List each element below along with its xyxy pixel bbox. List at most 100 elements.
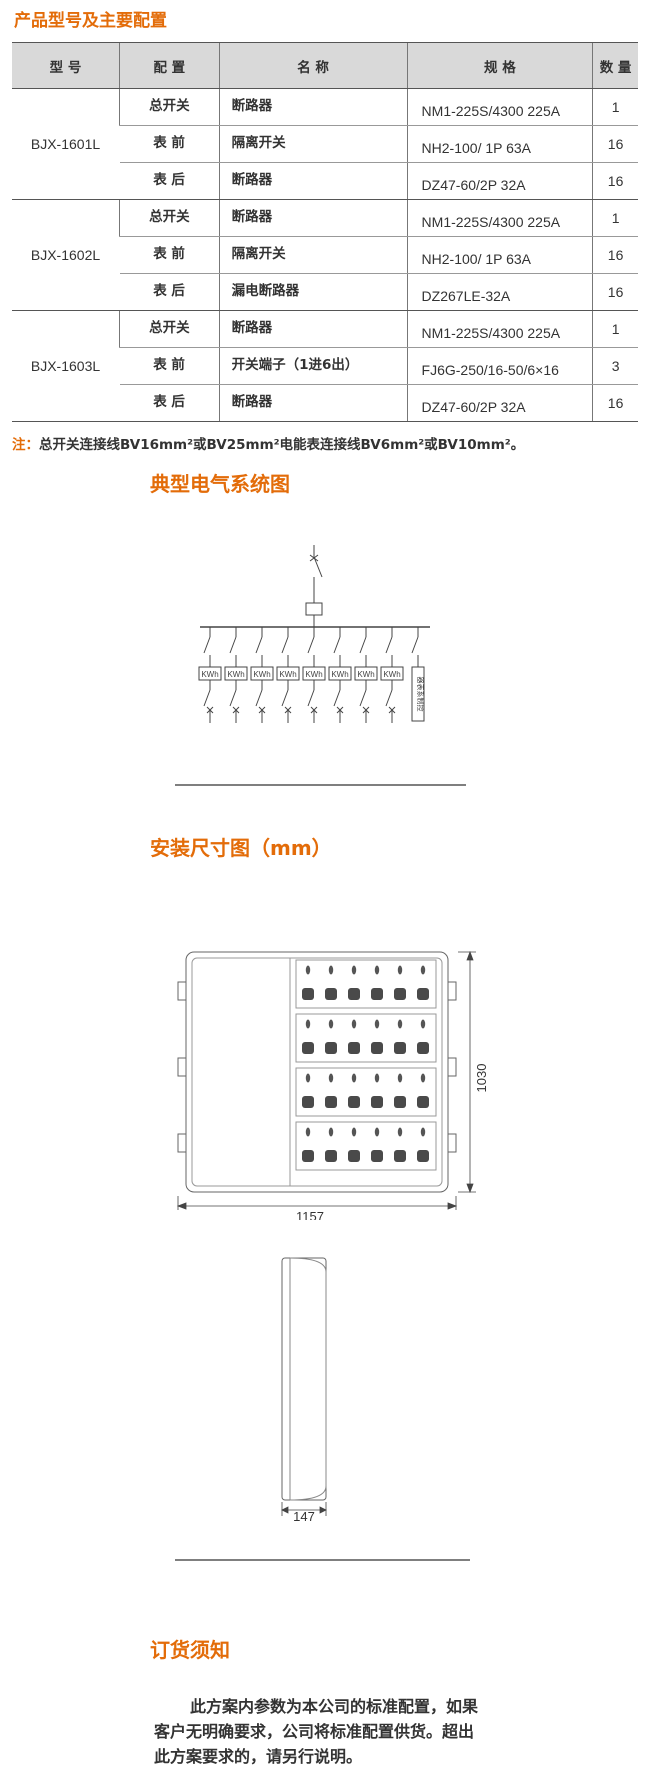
- table-row: 表 前 隔离开关 NH2-100/ 1P 63A 16: [12, 236, 638, 274]
- header-qty: 数 量: [592, 42, 638, 89]
- install-section-title: 安装尺寸图（mm）: [150, 836, 332, 860]
- meter-row: [295, 959, 437, 1009]
- mount-hole: [374, 965, 380, 975]
- kwh-meter-label: KWh: [201, 670, 218, 679]
- kwh-meter-label: KWh: [357, 670, 374, 679]
- branch-circuit: KWh: [250, 627, 274, 723]
- note-text: 总开关连接线BV16mm²或BV25mm²电能表连接线BV6mm²或BV10mm…: [39, 437, 525, 453]
- mount-hole: [351, 1019, 357, 1029]
- meter-socket: [348, 1042, 360, 1054]
- branch-circuit: KWh: [198, 627, 222, 723]
- height-dimension-label: 1030: [474, 1064, 489, 1093]
- front-dimension-drawing: 1030 1157: [176, 950, 489, 1220]
- mount-hole: [305, 1073, 311, 1083]
- meter-socket: [417, 1042, 429, 1054]
- section-divider: [175, 1559, 470, 1561]
- meter-socket: [302, 988, 314, 1000]
- table-row: BJX-1602L 总开关 断路器 NM1-225S/4300 225A 1: [12, 199, 638, 311]
- spec-cell: DZ267LE-32A: [406, 273, 593, 311]
- mount-hole: [420, 1127, 426, 1137]
- mount-hole: [374, 1073, 380, 1083]
- diagram-section-title: 典型电气系统图: [150, 472, 290, 496]
- header-name: 名 称: [218, 42, 408, 89]
- mount-hole: [305, 1127, 311, 1137]
- products-section-title: 产品型号及主要配置: [14, 11, 167, 31]
- name-cell: 断路器: [218, 199, 408, 237]
- meter-row: [295, 1013, 437, 1063]
- mount-hole: [351, 965, 357, 975]
- meter-socket: [394, 1042, 406, 1054]
- meter-socket: [348, 988, 360, 1000]
- name-cell: 开关端子（1进6出）: [218, 347, 408, 385]
- meter-socket: [394, 1150, 406, 1162]
- meter-socket: [417, 1150, 429, 1162]
- order-notice-text: 此方案内参数为本公司的标准配置，如果客户无明确要求，公司将标准配置供货。超出此方…: [154, 1697, 479, 1766]
- model-cell: BJX-1601L: [12, 88, 120, 200]
- product-config-table: 型 号 配 置 名 称 规 格 数 量 BJX-1601L 总开关 断路器 NM…: [12, 42, 638, 422]
- qty-cell: 16: [592, 125, 638, 163]
- name-cell: 隔离开关: [218, 125, 408, 163]
- spec-cell: NH2-100/ 1P 63A: [406, 236, 593, 274]
- config-cell: 总开关: [119, 310, 220, 348]
- table-row: 表 后 断路器 DZ47-60/2P 32A 16: [12, 162, 638, 200]
- spec-cell: NM1-225S/4300 225A: [406, 88, 593, 126]
- config-cell: 表 后: [119, 273, 220, 311]
- mount-hole: [374, 1127, 380, 1137]
- side-dimension-drawing: 147: [281, 1257, 327, 1522]
- qty-cell: 1: [592, 310, 638, 348]
- mount-hole: [420, 965, 426, 975]
- mount-hole: [328, 1073, 334, 1083]
- qty-cell: 1: [592, 88, 638, 126]
- branch-circuit: KWh: [276, 627, 300, 723]
- kwh-meter-label: KWh: [279, 670, 296, 679]
- spec-cell: NM1-225S/4300 225A: [406, 199, 593, 237]
- meter-socket: [371, 988, 383, 1000]
- meter-socket: [371, 1042, 383, 1054]
- kwh-meter-label: KWh: [253, 670, 270, 679]
- mount-hole: [397, 1127, 403, 1137]
- meter-socket: [371, 1150, 383, 1162]
- control-meter-label: 器表系制控: [416, 677, 425, 712]
- name-cell: 漏电断路器: [218, 273, 408, 311]
- config-cell: 表 后: [119, 162, 220, 200]
- config-cell: 表 后: [119, 384, 220, 422]
- meter-row: [295, 1121, 437, 1171]
- config-cell: 总开关: [119, 88, 220, 126]
- qty-cell: 16: [592, 236, 638, 274]
- name-cell: 断路器: [218, 162, 408, 200]
- meter-socket: [325, 988, 337, 1000]
- kwh-meter-label: KWh: [383, 670, 400, 679]
- qty-cell: 16: [592, 384, 638, 422]
- meter-socket: [394, 988, 406, 1000]
- spec-cell: NH2-100/ 1P 63A: [406, 125, 593, 163]
- table-header-row: 型 号 配 置 名 称 规 格 数 量: [12, 42, 638, 89]
- config-cell: 总开关: [119, 199, 220, 237]
- meter-mount-rows: [295, 959, 437, 1171]
- mount-hole: [305, 1019, 311, 1029]
- header-spec: 规 格: [406, 42, 593, 89]
- meter-socket: [302, 1096, 314, 1108]
- name-cell: 断路器: [218, 310, 408, 348]
- table-row: 表 后 漏电断路器 DZ267LE-32A 16: [12, 273, 638, 311]
- config-cell: 表 前: [119, 125, 220, 163]
- table-row: BJX-1603L 总开关 断路器 NM1-225S/4300 225A 1: [12, 310, 638, 422]
- main-feed: [200, 545, 430, 628]
- mount-hole: [351, 1073, 357, 1083]
- mount-hole: [420, 1019, 426, 1029]
- model-cell: BJX-1602L: [12, 199, 120, 311]
- depth-dimension-line: [281, 1502, 327, 1516]
- mount-hole: [328, 1127, 334, 1137]
- table-row: BJX-1601L 总开关 断路器 NM1-225S/4300 225A 1: [12, 88, 638, 200]
- cabinet-side-outline: [281, 1257, 327, 1501]
- config-cell: 表 前: [119, 236, 220, 274]
- config-cell: 表 前: [119, 347, 220, 385]
- spec-cell: DZ47-60/2P 32A: [406, 162, 593, 200]
- name-cell: 隔离开关: [218, 236, 408, 274]
- meter-socket: [325, 1096, 337, 1108]
- name-cell: 断路器: [218, 88, 408, 126]
- meter-socket: [394, 1096, 406, 1108]
- mount-hole: [397, 965, 403, 975]
- header-model: 型 号: [12, 42, 120, 89]
- table-row: 表 前 开关端子（1进6出） FJ6G-250/16-50/6×16 3: [12, 347, 638, 385]
